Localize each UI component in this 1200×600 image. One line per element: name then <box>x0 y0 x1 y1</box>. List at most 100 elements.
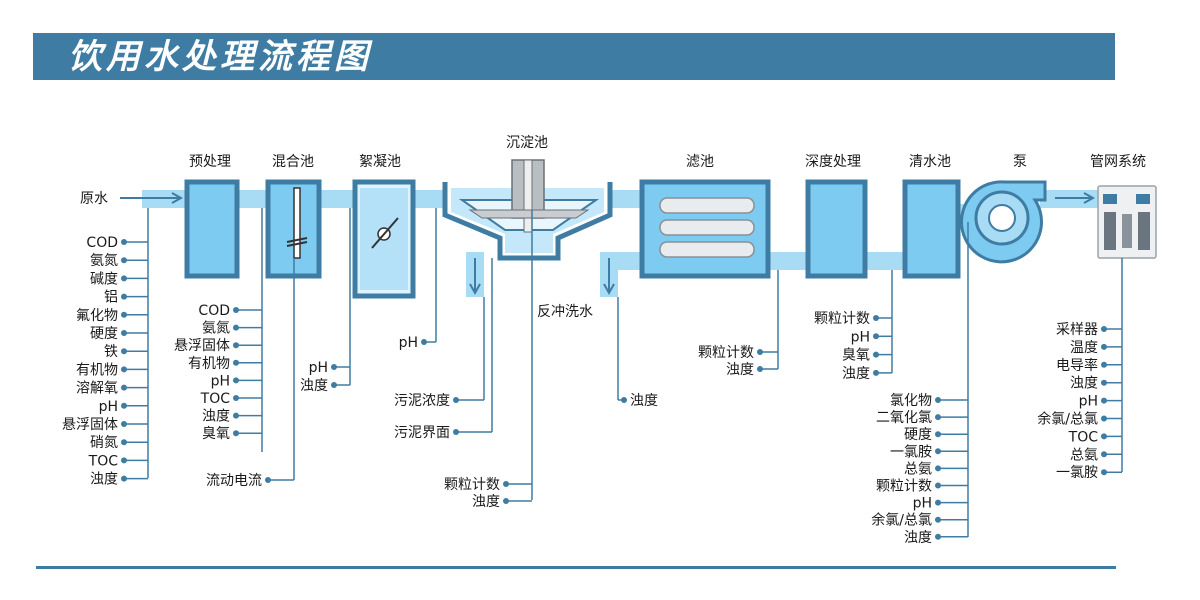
param-label: 余氯/总氯 <box>871 512 932 529</box>
param-dot <box>233 430 239 437</box>
label-flocculation-tank: 絮凝池 <box>359 153 401 170</box>
param-dot <box>121 457 127 464</box>
label-pipe-network: 管网系统 <box>1090 154 1146 170</box>
param-dot <box>121 257 127 264</box>
param-dot <box>233 395 239 401</box>
param-dot <box>935 448 941 455</box>
param-dot <box>233 307 239 313</box>
param-dot <box>1101 397 1107 404</box>
param-dot <box>503 498 509 504</box>
pump-impeller-icon <box>988 204 1016 232</box>
param-dot <box>233 324 239 331</box>
param-dot <box>265 477 271 483</box>
param-dot <box>1101 343 1107 350</box>
label-filter: 滤池 <box>686 154 714 170</box>
param-label: 一氯胺 <box>890 444 932 460</box>
param-label: pH <box>1079 394 1098 410</box>
param-label: COD <box>198 303 230 319</box>
analyzer-panel <box>1097 185 1157 259</box>
param-dot <box>757 366 763 372</box>
param-dot <box>453 429 459 435</box>
arrow-pump-out <box>1055 192 1096 204</box>
mixer-shaft-icon <box>293 187 301 259</box>
param-label: TOC <box>88 453 119 469</box>
param-label: pH <box>211 373 230 389</box>
param-label: 臭氧 <box>842 348 870 364</box>
param-label: 硝氮 <box>90 435 118 451</box>
param-label: 颗粒计数 <box>698 345 754 361</box>
pipe-floc-sed <box>413 190 445 208</box>
param-dot <box>121 275 127 282</box>
label-pretreatment: 预处理 <box>189 154 231 170</box>
param-dot <box>121 239 127 245</box>
param-label: COD <box>86 235 118 251</box>
param-dot <box>1101 451 1107 458</box>
param-label: 浊度 <box>202 409 230 425</box>
label-raw-water: 原水 <box>80 191 108 207</box>
param-label: 一氯胺 <box>1056 465 1098 481</box>
arrow-backwash <box>603 258 615 296</box>
pretreatment-tank <box>184 179 240 279</box>
param-label: 溶解氧 <box>76 381 118 397</box>
flocculation-tank <box>352 179 416 299</box>
param-dot <box>121 439 127 446</box>
param-label: 浊度 <box>630 393 658 409</box>
param-dot <box>1101 433 1107 440</box>
param-dot <box>233 412 239 419</box>
param-label: pH <box>99 399 118 415</box>
param-dot <box>233 377 239 384</box>
param-dot <box>935 499 941 506</box>
param-label: 氯化物 <box>890 393 932 409</box>
param-label: pH <box>309 360 328 376</box>
param-label: 浊度 <box>842 366 870 382</box>
param-dot <box>331 382 337 388</box>
param-dot <box>935 397 941 403</box>
param-label: 浊度 <box>1070 376 1098 392</box>
filter-media-2 <box>659 219 755 236</box>
param-label: 碱度 <box>90 271 118 287</box>
param-label: 氟化物 <box>76 308 118 324</box>
param-label: 氨氮 <box>90 253 118 269</box>
param-dot <box>935 482 941 489</box>
pipe-adv-clear <box>865 252 905 270</box>
param-label: 余氯/总氯 <box>1037 411 1098 428</box>
param-label: 浊度 <box>90 472 118 488</box>
param-dot <box>935 431 941 438</box>
stage-labels: 原水 预处理 混合池 絮凝池 沉淀池 滤池 深度处理 清水池 泵 管网系统 反冲… <box>80 135 1146 320</box>
param-dot <box>121 475 127 482</box>
param-dot <box>121 311 127 318</box>
param-label: 浊度 <box>904 530 932 546</box>
filter-media-1 <box>659 197 755 214</box>
param-dot <box>935 465 941 472</box>
pipe-filter-adv <box>768 252 808 270</box>
param-label: 总氨 <box>904 461 932 477</box>
arrow-sludge <box>469 258 481 296</box>
param-dot <box>1101 379 1107 386</box>
analyzer-display-icon <box>1103 194 1117 204</box>
param-dot <box>1101 469 1107 476</box>
param-label: 颗粒计数 <box>444 477 500 493</box>
param-dot <box>121 366 127 373</box>
flow-arrows <box>120 192 1096 296</box>
param-label: 臭氧 <box>202 426 230 442</box>
param-label: 采样器 <box>1056 322 1098 338</box>
param-group-backwash: 浊度 <box>618 393 658 409</box>
mixing-tank <box>265 179 322 279</box>
param-label: 铁 <box>104 344 118 360</box>
sedimentation-tank <box>442 159 613 261</box>
param-dot <box>621 397 627 403</box>
filter-media-3 <box>659 241 755 258</box>
param-dot <box>757 349 763 355</box>
param-label: TOC <box>1068 429 1099 445</box>
collection-lines <box>147 208 1123 537</box>
param-dot <box>1101 326 1107 332</box>
param-dot <box>121 293 127 300</box>
param-label: 颗粒计数 <box>876 479 932 495</box>
param-label: pH <box>913 496 932 512</box>
